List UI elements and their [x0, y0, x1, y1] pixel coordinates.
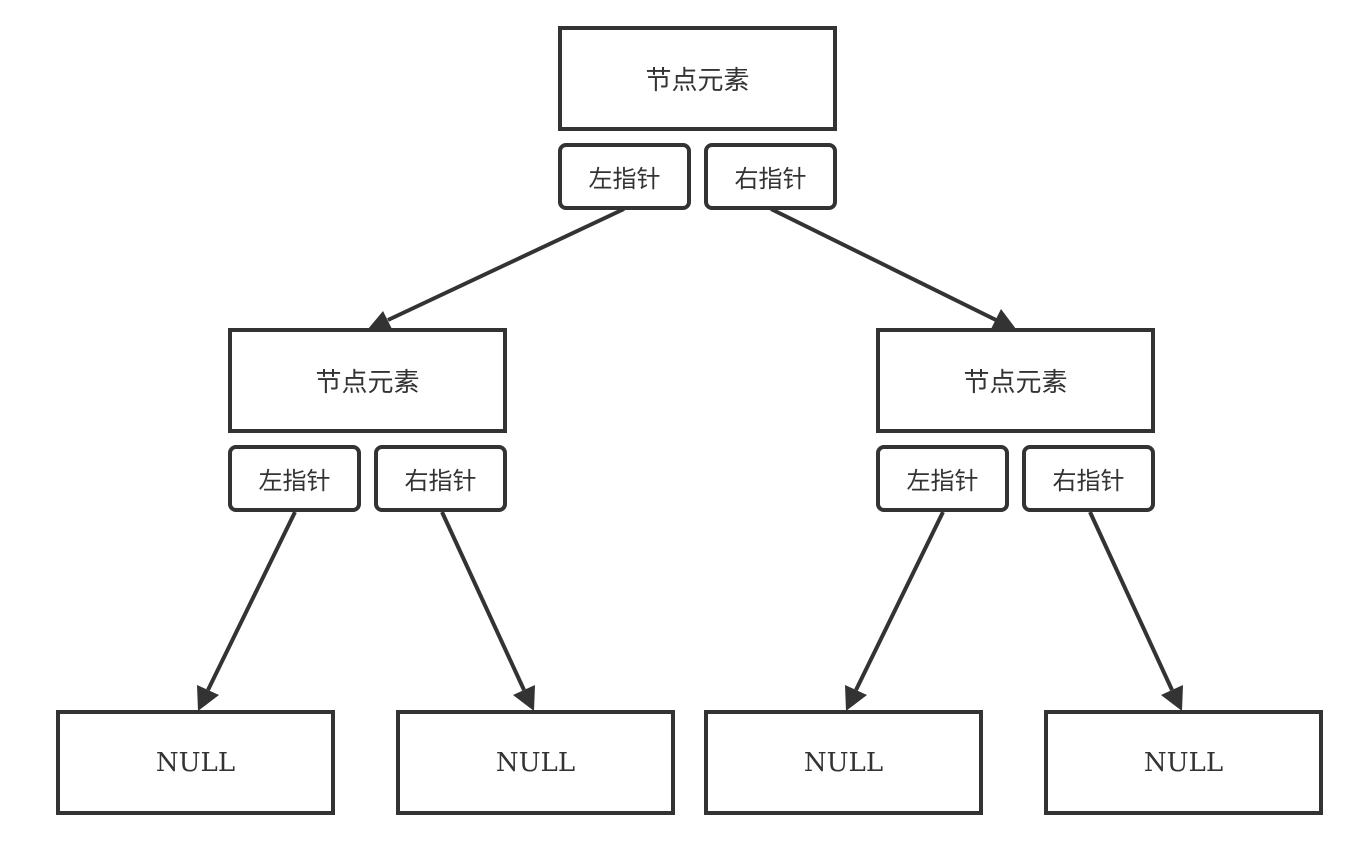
left-child-node-element: 节点元素: [228, 328, 507, 433]
edge-right-child-left: [845, 511, 945, 711]
null-leaf-4: NULL: [1044, 710, 1323, 815]
right-child-left-pointer: 左指针: [876, 445, 1009, 512]
left-child-left-pointer-label: 左指针: [258, 467, 331, 495]
right-child-node-element: 节点元素: [876, 328, 1155, 433]
left-child-right-pointer-label: 右指针: [404, 467, 477, 495]
right-child-right-pointer-label: 右指针: [1052, 467, 1125, 495]
null-leaf-3-label: NULL: [803, 747, 884, 778]
null-leaf-1-label: NULL: [155, 747, 236, 778]
left-child-left-pointer: 左指针: [228, 445, 361, 512]
edge-root-right: [770, 207, 1016, 331]
edge-right-child-right: [1088, 511, 1183, 711]
edge-left-child-right: [440, 511, 535, 711]
edge-left-child-left: [197, 511, 297, 711]
root-left-pointer-label: 左指针: [588, 165, 661, 193]
null-leaf-1: NULL: [56, 710, 335, 815]
right-child-node-element-label: 节点元素: [963, 368, 1068, 398]
edge-root-left: [368, 207, 625, 333]
null-leaf-3: NULL: [704, 710, 983, 815]
root-left-pointer: 左指针: [558, 143, 691, 210]
left-child-node-element-label: 节点元素: [315, 368, 420, 398]
right-child-right-pointer: 右指针: [1022, 445, 1155, 512]
null-leaf-2-label: NULL: [495, 747, 576, 778]
null-leaf-4-label: NULL: [1143, 747, 1224, 778]
root-node-element: 节点元素: [558, 26, 837, 131]
right-child-left-pointer-label: 左指针: [906, 467, 979, 495]
root-right-pointer-label: 右指针: [734, 165, 807, 193]
null-leaf-2: NULL: [396, 710, 675, 815]
root-right-pointer: 右指针: [704, 143, 837, 210]
left-child-right-pointer: 右指针: [374, 445, 507, 512]
root-node-element-label: 节点元素: [645, 66, 750, 96]
